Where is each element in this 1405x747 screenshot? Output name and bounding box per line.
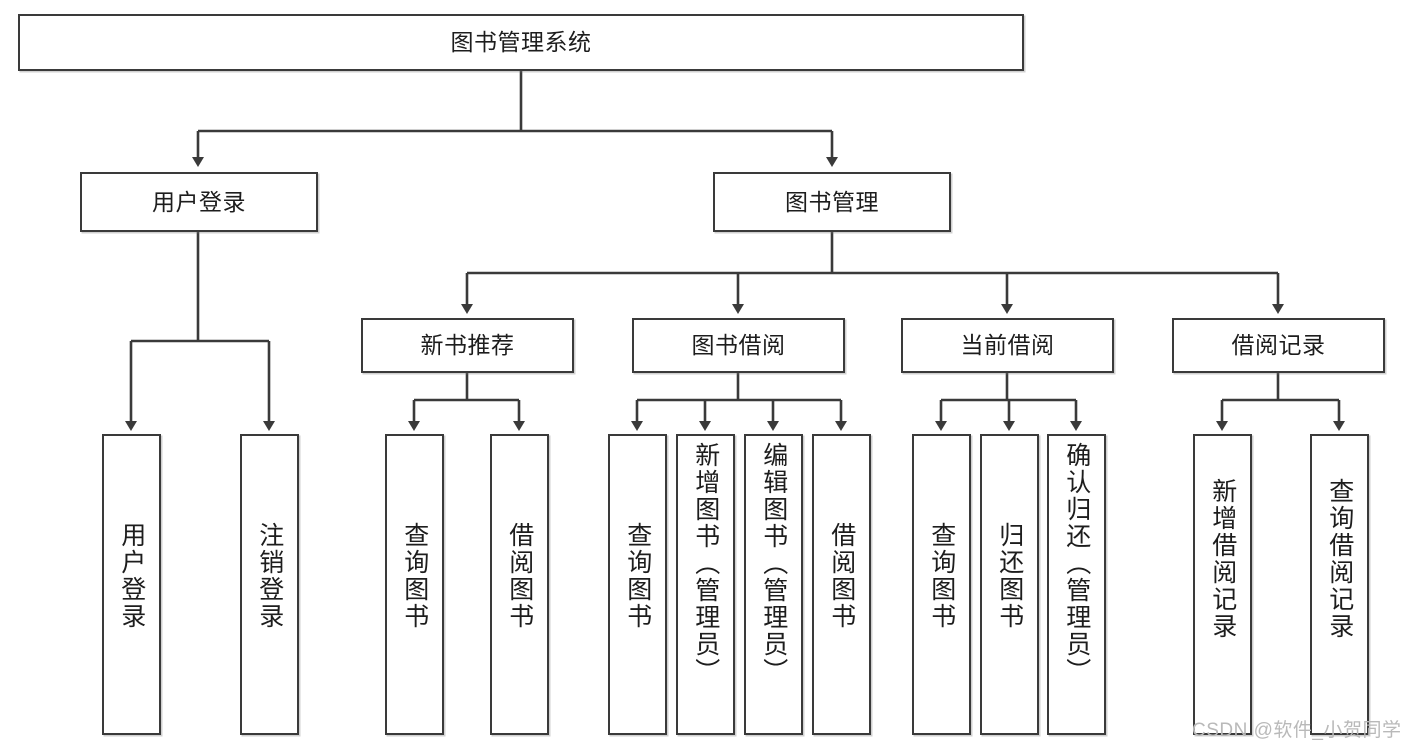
- node-leaf-borrow-book-1-label: 借阅图书: [505, 522, 534, 630]
- node-book-manage-label: 图书管理: [785, 188, 879, 215]
- node-root[interactable]: 图书管理系统: [18, 14, 1024, 71]
- node-leaf-add-borrow-record-label: 新增借阅记录: [1208, 478, 1237, 640]
- node-leaf-query-book-1[interactable]: 查询图书: [385, 434, 444, 735]
- node-leaf-query-book-3[interactable]: 查询图书: [912, 434, 971, 735]
- node-leaf-add-book-admin-label: 新增图书（管理员）: [691, 442, 720, 685]
- node-leaf-borrow-book-2[interactable]: 借阅图书: [812, 434, 871, 735]
- node-user-login[interactable]: 用户登录: [80, 172, 318, 232]
- node-leaf-confirm-return-admin[interactable]: 确认归还（管理员）: [1047, 434, 1106, 735]
- node-leaf-edit-book-admin-label: 编辑图书（管理员）: [759, 442, 788, 685]
- node-leaf-query-book-1-label: 查询图书: [400, 522, 429, 630]
- node-current-borrow-label: 当前借阅: [960, 332, 1055, 358]
- node-book-manage[interactable]: 图书管理: [713, 172, 951, 232]
- node-leaf-return-book-label: 归还图书: [995, 522, 1024, 630]
- node-root-label: 图书管理系统: [450, 29, 592, 55]
- node-leaf-logout-login-label: 注销登录: [255, 522, 284, 630]
- node-user-login-label: 用户登录: [152, 188, 246, 215]
- node-leaf-query-book-2[interactable]: 查询图书: [608, 434, 667, 735]
- node-leaf-user-login-label: 用户登录: [117, 522, 146, 630]
- node-leaf-borrow-book-2-label: 借阅图书: [827, 522, 856, 630]
- node-leaf-add-borrow-record[interactable]: 新增借阅记录: [1193, 434, 1252, 735]
- node-leaf-query-borrow-record-label: 查询借阅记录: [1325, 478, 1354, 640]
- node-leaf-add-book-admin[interactable]: 新增图书（管理员）: [676, 434, 735, 735]
- node-leaf-return-book[interactable]: 归还图书: [980, 434, 1039, 735]
- node-new-book-recommend-label: 新书推荐: [420, 332, 515, 358]
- node-new-book-recommend[interactable]: 新书推荐: [361, 318, 574, 373]
- node-leaf-query-book-3-label: 查询图书: [927, 522, 956, 630]
- node-leaf-confirm-return-admin-label: 确认归还（管理员）: [1062, 442, 1091, 685]
- node-leaf-query-borrow-record[interactable]: 查询借阅记录: [1310, 434, 1369, 735]
- node-leaf-edit-book-admin[interactable]: 编辑图书（管理员）: [744, 434, 803, 735]
- node-book-borrow-label: 图书借阅: [691, 332, 786, 358]
- node-leaf-user-login[interactable]: 用户登录: [102, 434, 161, 735]
- node-leaf-logout-login[interactable]: 注销登录: [240, 434, 299, 735]
- node-book-borrow[interactable]: 图书借阅: [632, 318, 845, 373]
- node-borrow-record[interactable]: 借阅记录: [1172, 318, 1385, 373]
- node-leaf-borrow-book-1[interactable]: 借阅图书: [490, 434, 549, 735]
- node-borrow-record-label: 借阅记录: [1231, 332, 1326, 358]
- node-leaf-query-book-2-label: 查询图书: [623, 522, 652, 630]
- node-current-borrow[interactable]: 当前借阅: [901, 318, 1114, 373]
